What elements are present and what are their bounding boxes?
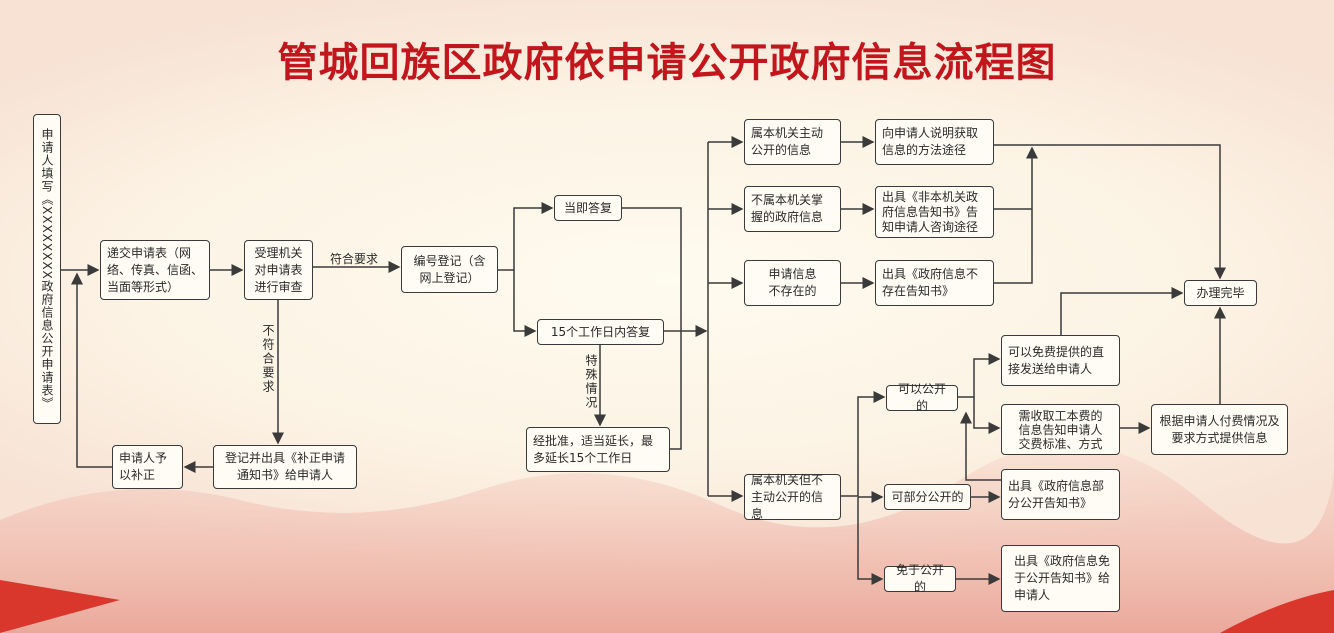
- node-not-own-notice: 出具《非本机关政府信息告知书》告知申请人咨询途径: [875, 186, 994, 238]
- node-fill-form: 申请人填写《XXXXXXXX政府信息公开申请表》: [33, 114, 61, 424]
- node-partial-notice: 出具《政府信息部分公开告知书》: [1001, 469, 1120, 520]
- node-applicant-correct: 申请人予以补正: [112, 445, 183, 489]
- node-fee-notice: 需收取工本费的信息告知申请人交费标准、方式: [1001, 404, 1120, 455]
- label-meets-requirements: 符合要求: [330, 252, 379, 266]
- node-submit: 递交申请表（网络、传真、信函、当面等形式）: [100, 240, 210, 300]
- node-review: 受理机关对申请表进行审查: [244, 240, 313, 300]
- node-active-public: 属本机关主动公开的信息: [744, 119, 841, 165]
- page-title: 管城回族区政府依申请公开政府信息流程图: [277, 39, 1057, 86]
- label-not-meets-requirements: 不符合要求: [261, 324, 275, 394]
- node-register: 编号登记（含网上登记）: [401, 246, 498, 293]
- node-not-exist: 申请信息不存在的: [744, 260, 841, 306]
- node-reply-15-days: 15个工作日内答复: [537, 319, 664, 345]
- node-correction-notice: 登记并出具《补正申请通知书》给申请人: [213, 445, 357, 489]
- node-reply-now: 当即答复: [554, 195, 622, 221]
- node-partial-public: 可部分公开的: [884, 484, 971, 510]
- node-extend: 经批准，适当延长，最多延长15个工作日: [526, 427, 670, 472]
- label-special-case: 特殊情况: [584, 354, 598, 410]
- node-done: 办理完毕: [1184, 280, 1257, 306]
- node-explain-method: 向申请人说明获取信息的方法途径: [875, 119, 994, 165]
- node-not-own: 不属本机关掌握的政府信息: [744, 186, 841, 232]
- node-free-send: 可以免费提供的直接发送给申请人: [1001, 335, 1120, 386]
- node-can-public: 可以公开的: [886, 382, 958, 413]
- node-provide-by-payment: 根据申请人付费情况及要求方式提供信息: [1151, 404, 1288, 455]
- node-own-not-active: 属本机关但不主动公开的信息: [744, 473, 841, 521]
- node-not-exist-notice: 出具《政府信息不存在告知书》: [875, 260, 994, 306]
- node-exempt: 免于公开的: [884, 563, 956, 594]
- node-exempt-notice: 出具《政府信息免于公开告知书》给申请人: [1001, 545, 1120, 612]
